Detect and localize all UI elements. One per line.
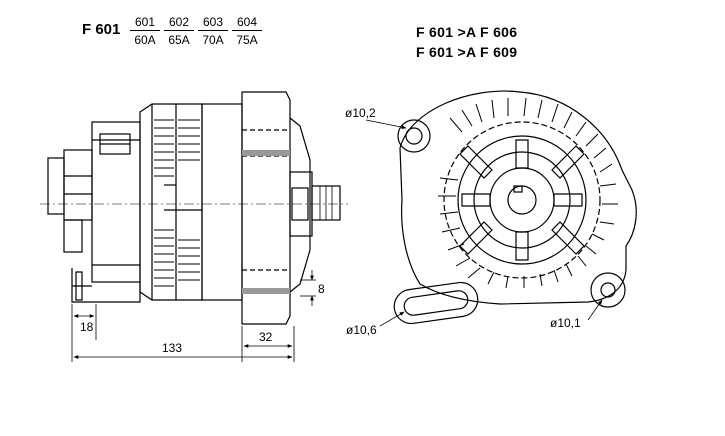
variant-amps: 65A — [168, 33, 190, 47]
shaft-nose — [289, 117, 341, 293]
dimension-hole-top: ø10,2 — [345, 106, 376, 120]
variant-code: 604 — [232, 16, 262, 31]
rear-housing — [71, 121, 141, 303]
mount-hole-right — [590, 272, 626, 308]
dimension-hole-slot: ø10,6 — [346, 323, 377, 337]
variant-amps: 60A — [134, 33, 156, 47]
cooling-slots — [438, 97, 618, 289]
model-number: F 601 — [82, 21, 121, 38]
variant-amps: 70A — [202, 33, 224, 47]
variant-code: 601 — [130, 16, 160, 31]
variant-602: 602 65A — [164, 16, 194, 46]
side-dimensions — [71, 270, 316, 362]
variant-amps: 75A — [236, 33, 258, 47]
spokes — [459, 139, 585, 261]
front-leaders — [365, 119, 603, 327]
dimension-hole-right: ø10,1 — [550, 316, 581, 330]
mount-hole-top — [397, 119, 431, 153]
variant-604: 604 75A — [232, 16, 262, 46]
dimension-18: 18 — [80, 320, 94, 334]
variant-code: 603 — [198, 16, 228, 31]
side-view — [40, 91, 348, 325]
cross-reference-range-2: F 601 >A F 609 — [416, 44, 518, 60]
front-view — [393, 90, 637, 325]
mount-slot-lug — [393, 281, 479, 325]
cross-reference-range-1: F 601 >A F 606 — [416, 24, 518, 40]
drive-end-housing — [201, 91, 291, 325]
dimension-133: 133 — [162, 341, 183, 355]
housing-outline — [399, 90, 637, 305]
variant-601: 601 60A — [130, 16, 160, 46]
dimension-8: 8 — [318, 282, 325, 296]
dimension-32: 32 — [259, 330, 273, 344]
connector-plug — [47, 149, 93, 253]
variant-code: 602 — [164, 16, 194, 31]
variant-603: 603 70A — [198, 16, 228, 46]
stator-body — [139, 103, 203, 301]
